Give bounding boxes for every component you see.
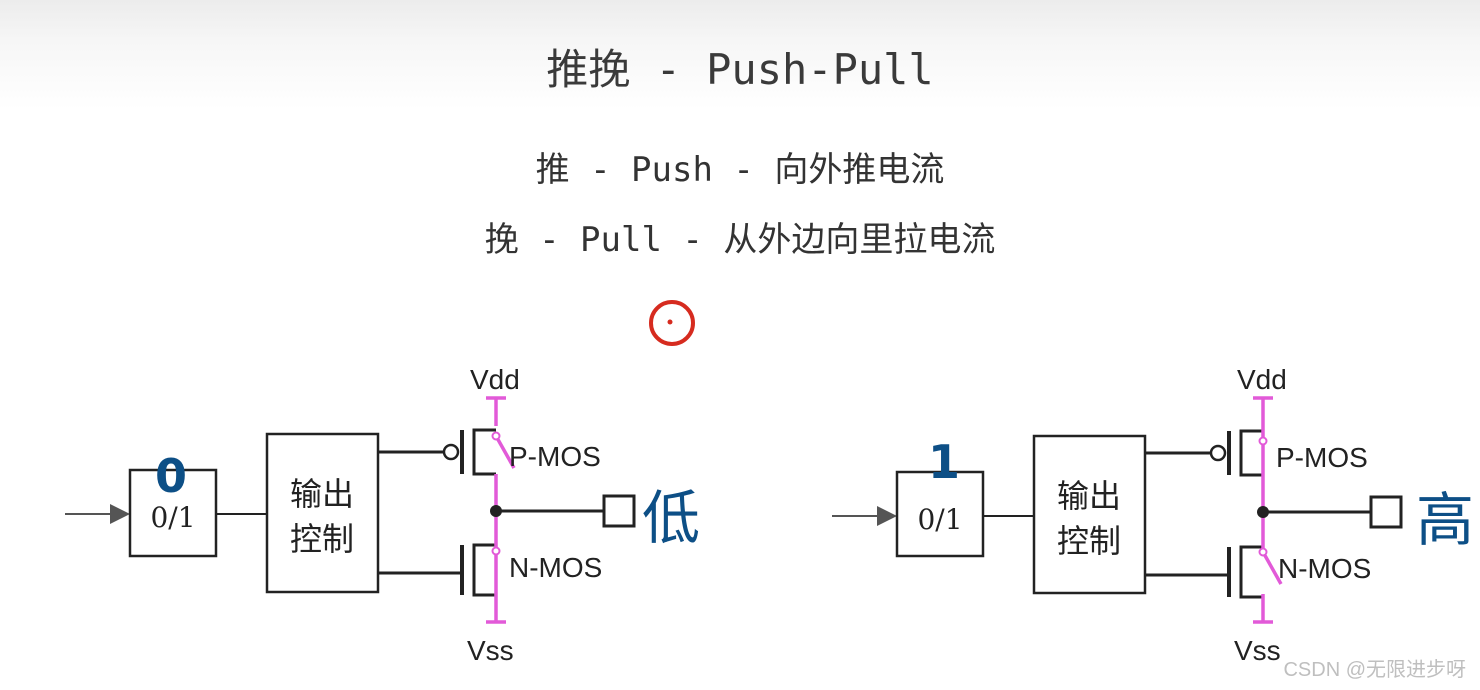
handwritten-output-state: 高 [1416, 486, 1474, 554]
left-highlight-path [486, 396, 516, 624]
nmos-label: N-MOS [1278, 553, 1371, 584]
output-terminal [1369, 495, 1403, 529]
circuit-left [65, 428, 636, 597]
input-value-label: 0/1 [150, 501, 195, 534]
input-box [895, 470, 985, 558]
handwritten-input-value: 1 [928, 435, 960, 489]
pmos-label: P-MOS [1276, 442, 1368, 473]
red-circle-pointer-icon [649, 300, 695, 346]
output-control-box [265, 432, 380, 594]
page-title: 推挽 - Push-Pull [546, 45, 934, 94]
right-highlight-path [1253, 396, 1283, 624]
input-value-label: 0/1 [917, 503, 962, 536]
control-label-line2: 控制 [1057, 522, 1121, 560]
control-label-line1: 输出 [1057, 477, 1121, 515]
pmos-label: P-MOS [509, 441, 601, 472]
vdd-label: Vdd [470, 364, 520, 395]
vdd-label: Vdd [1237, 364, 1287, 395]
circuit-right [832, 429, 1403, 599]
watermark: CSDN @无限进步呀 [1283, 659, 1466, 681]
handwritten-output-state: 低 [642, 484, 700, 552]
handwritten-input-value: 0 [155, 449, 187, 503]
vss-label: Vss [467, 635, 514, 666]
vss-label: Vss [1234, 635, 1281, 666]
control-label-line1: 输出 [290, 475, 354, 513]
push-description: 推 - Push - 向外推电流 [535, 150, 945, 190]
nmos-label: N-MOS [509, 552, 602, 583]
output-control-box [1032, 434, 1147, 595]
output-node [1257, 506, 1269, 518]
pull-description: 挽 - Pull - 从外边向里拉电流 [484, 220, 996, 260]
output-node [490, 505, 502, 517]
control-label-line2: 控制 [290, 520, 354, 558]
output-terminal [602, 494, 636, 528]
